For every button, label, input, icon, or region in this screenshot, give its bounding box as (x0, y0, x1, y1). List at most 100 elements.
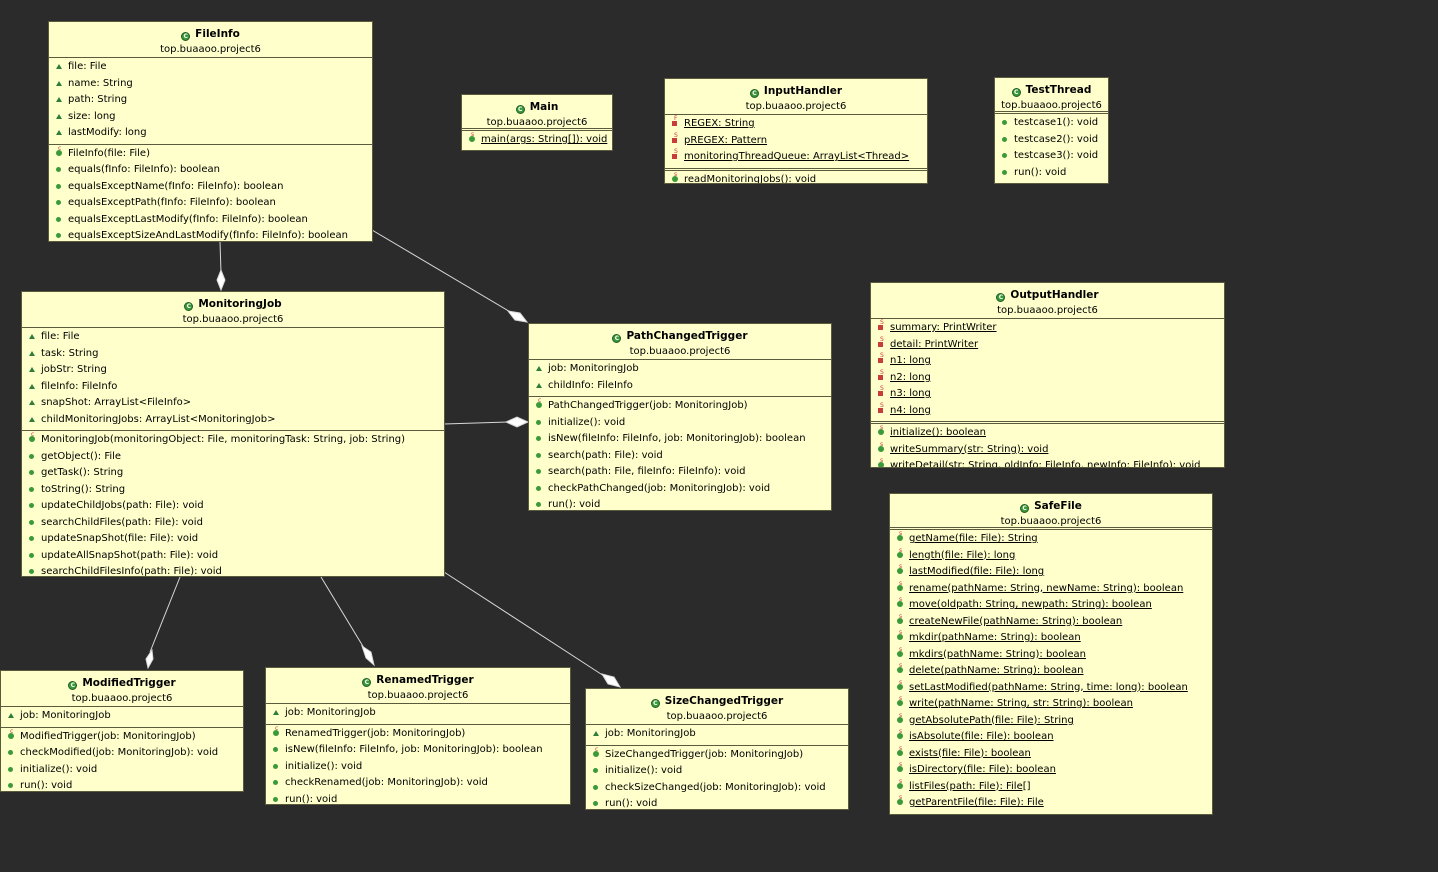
method-item[interactable]: checkModified(job: MonitoringJob): void (1, 745, 243, 762)
field-item[interactable]: file: File (49, 59, 372, 76)
field-item[interactable]: task: String (22, 346, 444, 363)
field-item[interactable]: file: File (22, 329, 444, 346)
field-item[interactable]: name: String (49, 76, 372, 93)
method-item[interactable]: isNew(fileInfo: FileInfo, job: Monitorin… (529, 431, 831, 448)
method-item[interactable]: testcase2(): void (995, 132, 1108, 149)
field-item[interactable]: snapShot: ArrayList<FileInfo> (22, 395, 444, 412)
field-item[interactable]: lastModify: long (49, 125, 372, 142)
field-item[interactable]: childInfo: FileInfo (529, 378, 831, 395)
method-item[interactable]: run(): void (529, 497, 831, 510)
public-method-icon (536, 485, 541, 491)
method-item[interactable]: equalsExceptPath(fInfo: FileInfo): boole… (49, 195, 372, 212)
method-item[interactable]: updateChildJobs(path: File): void (22, 498, 444, 515)
method-item[interactable]: run(): void (586, 796, 848, 809)
method-item[interactable]: testcase3(): void (995, 148, 1108, 165)
static-method-icon (877, 445, 884, 452)
field-item[interactable]: job: MonitoringJob (266, 705, 570, 722)
field-item[interactable]: jobStr: String (22, 362, 444, 379)
method-item[interactable]: isNew(fileInfo: FileInfo, job: Monitorin… (266, 742, 570, 759)
method-item[interactable]: initialize(): void (586, 763, 848, 780)
field-item[interactable]: job: MonitoringJob (529, 361, 831, 378)
method-item[interactable]: searchChildFilesInfo(path: File): void (22, 564, 444, 576)
method-item[interactable]: equalsExceptLastModify(fInfo: FileInfo):… (49, 212, 372, 229)
edge-monitoringjob-renamed (320, 576, 365, 649)
field-item[interactable]: job: MonitoringJob (1, 708, 243, 725)
method-item[interactable]: search(path: File): void (529, 448, 831, 465)
method-item[interactable]: getTask(): String (22, 465, 444, 482)
method-item[interactable]: run(): void (995, 165, 1108, 182)
method-item[interactable]: equals(fInfo: FileInfo): boolean (49, 162, 372, 179)
method-item[interactable]: updateSnapShot(file: File): void (22, 531, 444, 548)
method-item[interactable]: run(): void (1, 778, 243, 791)
method-item[interactable]: equalsExceptName(fInfo: FileInfo): boole… (49, 179, 372, 196)
field-item[interactable]: childMonitoringJobs: ArrayList<Monitorin… (22, 412, 444, 429)
field-item[interactable]: fileInfo: FileInfo (22, 379, 444, 396)
method-item[interactable]: updateAllSnapShot(path: File): void (22, 548, 444, 565)
method-item[interactable]: getObject(): File (22, 449, 444, 466)
method-item[interactable]: testcase1(): void (995, 115, 1108, 132)
method-item[interactable]: checkPathChanged(job: MonitoringJob): vo… (529, 481, 831, 498)
method-item[interactable]: checkRenamed(job: MonitoringJob): void (266, 775, 570, 792)
method-item[interactable]: toString(): String (22, 482, 444, 499)
field-item[interactable]: path: String (49, 92, 372, 109)
method-item[interactable]: equalsExceptSizeAndLastModify(fInfo: Fil… (49, 228, 372, 241)
method-item[interactable]: search(path: File, fileInfo: FileInfo): … (529, 464, 831, 481)
method-item[interactable]: initialize(): void (1, 762, 243, 779)
field-item[interactable]: size: long (49, 109, 372, 126)
field-item[interactable]: job: MonitoringJob (586, 726, 848, 743)
method-item[interactable]: run(): void (266, 792, 570, 804)
method-item[interactable]: initialize(): void (266, 759, 570, 776)
method-item[interactable]: initialize(): void (529, 415, 831, 432)
method-item[interactable]: searchChildFiles(path: File): void (22, 515, 444, 532)
method-item[interactable]: checkSizeChanged(job: MonitoringJob): vo… (586, 780, 848, 797)
